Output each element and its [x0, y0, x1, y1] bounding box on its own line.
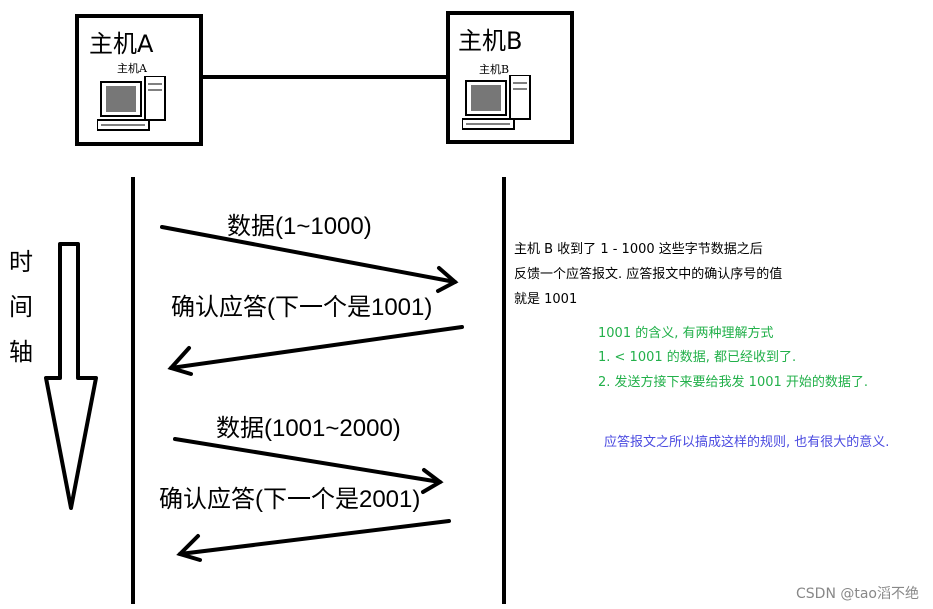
- ack-arrow-2: [176, 519, 451, 562]
- host-b-sublabel: 主机B: [479, 63, 510, 76]
- time-axis-char: 轴: [9, 338, 33, 366]
- time-axis-char: 时: [9, 248, 33, 276]
- note-black-line: 就是 1001: [514, 292, 578, 307]
- data-arrow-1: [160, 225, 459, 293]
- message-label: 数据(1~1000): [227, 213, 372, 240]
- data-arrow-2: [173, 437, 444, 494]
- watermark: CSDN @tao滔不绝: [796, 586, 919, 602]
- host-a-box: 主机A 主机A: [75, 14, 203, 146]
- message-label: 数据(1001~2000): [216, 415, 401, 442]
- host-b-box: 主机B 主机B: [446, 11, 574, 144]
- message-label: 确认应答(下一个是2001): [159, 486, 421, 513]
- host-b-title: 主机B: [458, 27, 523, 55]
- timeline-host-a: [131, 177, 135, 604]
- note-black-line: 反馈一个应答报文. 应答报文中的确认序号的值: [514, 267, 783, 282]
- computer-icon: [97, 76, 166, 131]
- message-label: 确认应答(下一个是1001): [171, 294, 433, 321]
- time-axis-char: 间: [9, 293, 33, 321]
- network-link-line: [203, 75, 446, 79]
- host-a-sublabel: 主机A: [117, 62, 147, 75]
- computer-icon: [462, 75, 531, 130]
- note-green-line: 1001 的含义, 有两种理解方式: [598, 326, 774, 341]
- note-black-line: 主机 B 收到了 1 - 1000 这些字节数据之后: [514, 242, 763, 257]
- note-green-line: 1. < 1001 的数据, 都已经收到了.: [598, 350, 797, 365]
- host-a-title: 主机A: [89, 30, 154, 58]
- timeline-host-b: [502, 177, 506, 604]
- note-blue-line: 应答报文之所以搞成这样的规则, 也有很大的意义.: [604, 435, 890, 450]
- note-green-line: 2. 发送方接下来要给我发 1001 开始的数据了.: [598, 375, 869, 390]
- ack-arrow-1: [167, 325, 464, 376]
- time-axis-arrow: [44, 242, 98, 510]
